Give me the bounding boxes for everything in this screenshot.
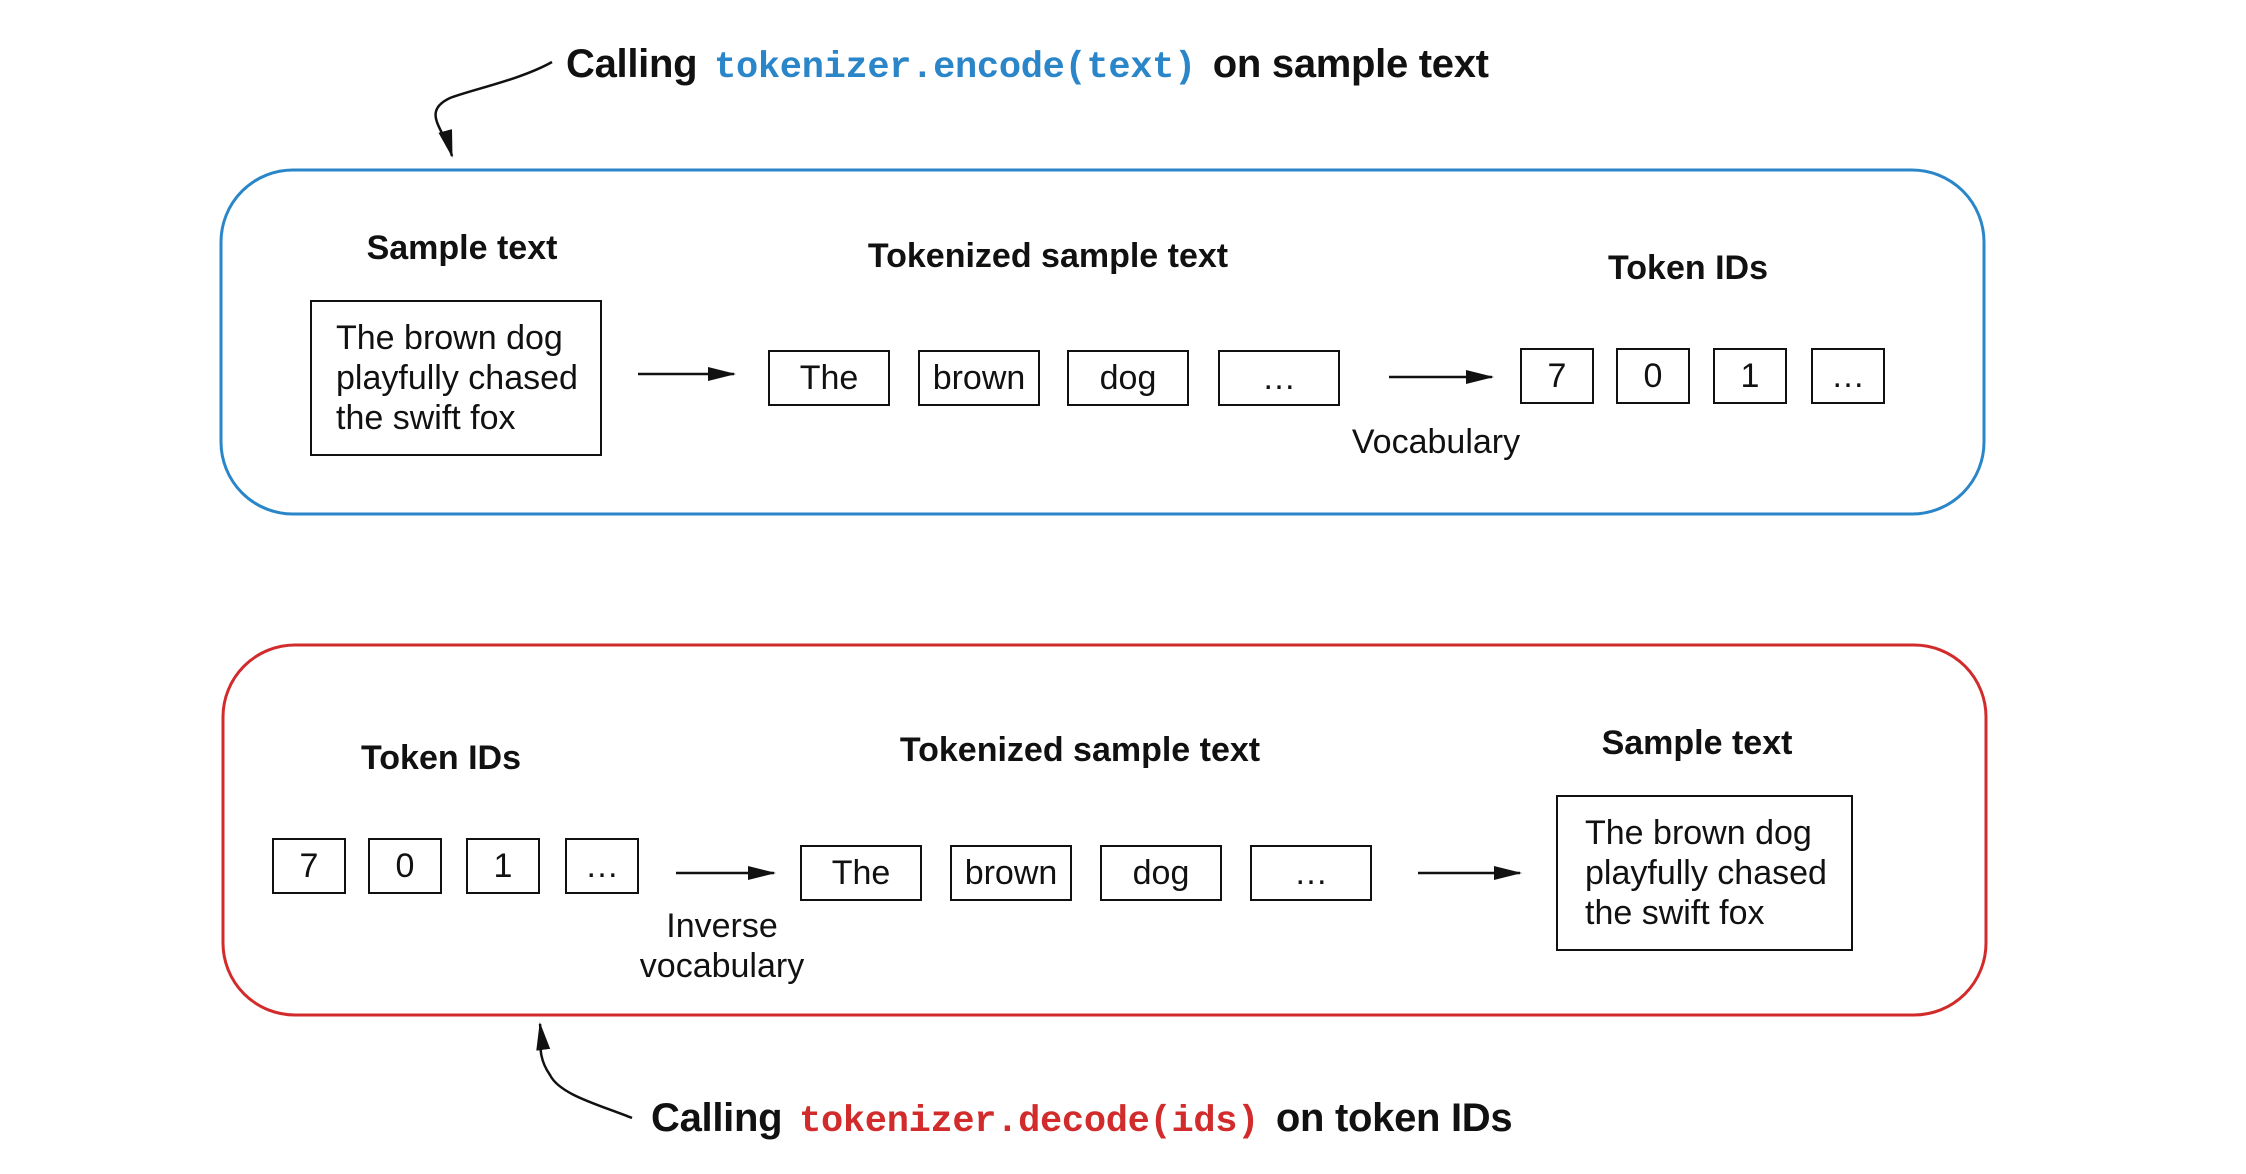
encode-id-box: … bbox=[1811, 348, 1885, 404]
encode-sample-line-3: the swift fox bbox=[336, 399, 516, 437]
encode-panel bbox=[219, 168, 1986, 516]
decode-token-box: dog bbox=[1100, 845, 1222, 901]
encode-token-box: … bbox=[1218, 350, 1340, 406]
encode-token-box: dog bbox=[1067, 350, 1189, 406]
encode-callout-suffix: on sample text bbox=[1212, 42, 1489, 86]
decode-token-ids-heading: Token IDs bbox=[361, 739, 521, 777]
encode-token-box: brown bbox=[918, 350, 1040, 406]
decode-sample-line-3: the swift fox bbox=[1585, 894, 1765, 932]
decode-id-box: 0 bbox=[368, 838, 442, 894]
encode-vocabulary-label: Vocabulary bbox=[1351, 423, 1521, 461]
encode-id-box: 7 bbox=[1520, 348, 1594, 404]
encode-id-box: 0 bbox=[1616, 348, 1690, 404]
encode-tokenized-heading: Tokenized sample text bbox=[867, 237, 1229, 275]
encode-sample-text-box: The brown dog playfully chased the swift… bbox=[310, 300, 602, 456]
encode-sample-line-1: The brown dog bbox=[336, 319, 563, 357]
encode-callout: Calling tokenizer.encode(text) on sample… bbox=[566, 40, 1489, 92]
decode-token-box: brown bbox=[950, 845, 1072, 901]
decode-inverse-vocabulary-label-line2: vocabulary bbox=[639, 947, 805, 985]
decode-inverse-vocabulary-label-line1: Inverse bbox=[666, 907, 778, 945]
decode-id-box: 1 bbox=[466, 838, 540, 894]
decode-sample-text-box: The brown dog playfully chased the swift… bbox=[1556, 795, 1853, 951]
encode-callout-code: tokenizer.encode(text) bbox=[714, 47, 1196, 89]
decode-id-box: … bbox=[565, 838, 639, 894]
decode-panel bbox=[221, 643, 1988, 1017]
decode-token-box: The bbox=[800, 845, 922, 901]
decode-callout-code: tokenizer.decode(ids) bbox=[799, 1101, 1260, 1143]
encode-token-ids-heading: Token IDs bbox=[1608, 249, 1768, 287]
encode-callout-arrow bbox=[434, 60, 553, 158]
encode-sample-line-2: playfully chased bbox=[336, 359, 578, 397]
encode-id-box: 1 bbox=[1713, 348, 1787, 404]
decode-callout: Calling tokenizer.decode(ids) on token I… bbox=[651, 1094, 1513, 1146]
encode-sample-text-heading: Sample text bbox=[366, 229, 558, 267]
decode-tokenized-heading: Tokenized sample text bbox=[899, 731, 1261, 769]
decode-sample-line-1: The brown dog bbox=[1585, 814, 1812, 852]
decode-token-box: … bbox=[1250, 845, 1372, 901]
decode-callout-arrow bbox=[536, 1022, 633, 1120]
decode-callout-suffix: on token IDs bbox=[1275, 1096, 1513, 1140]
decode-callout-prefix: Calling bbox=[651, 1096, 783, 1140]
decode-id-box: 7 bbox=[272, 838, 346, 894]
encode-token-box: The bbox=[768, 350, 890, 406]
decode-sample-line-2: playfully chased bbox=[1585, 854, 1827, 892]
encode-callout-prefix: Calling bbox=[566, 42, 698, 86]
decode-sample-text-heading: Sample text bbox=[1601, 724, 1793, 762]
